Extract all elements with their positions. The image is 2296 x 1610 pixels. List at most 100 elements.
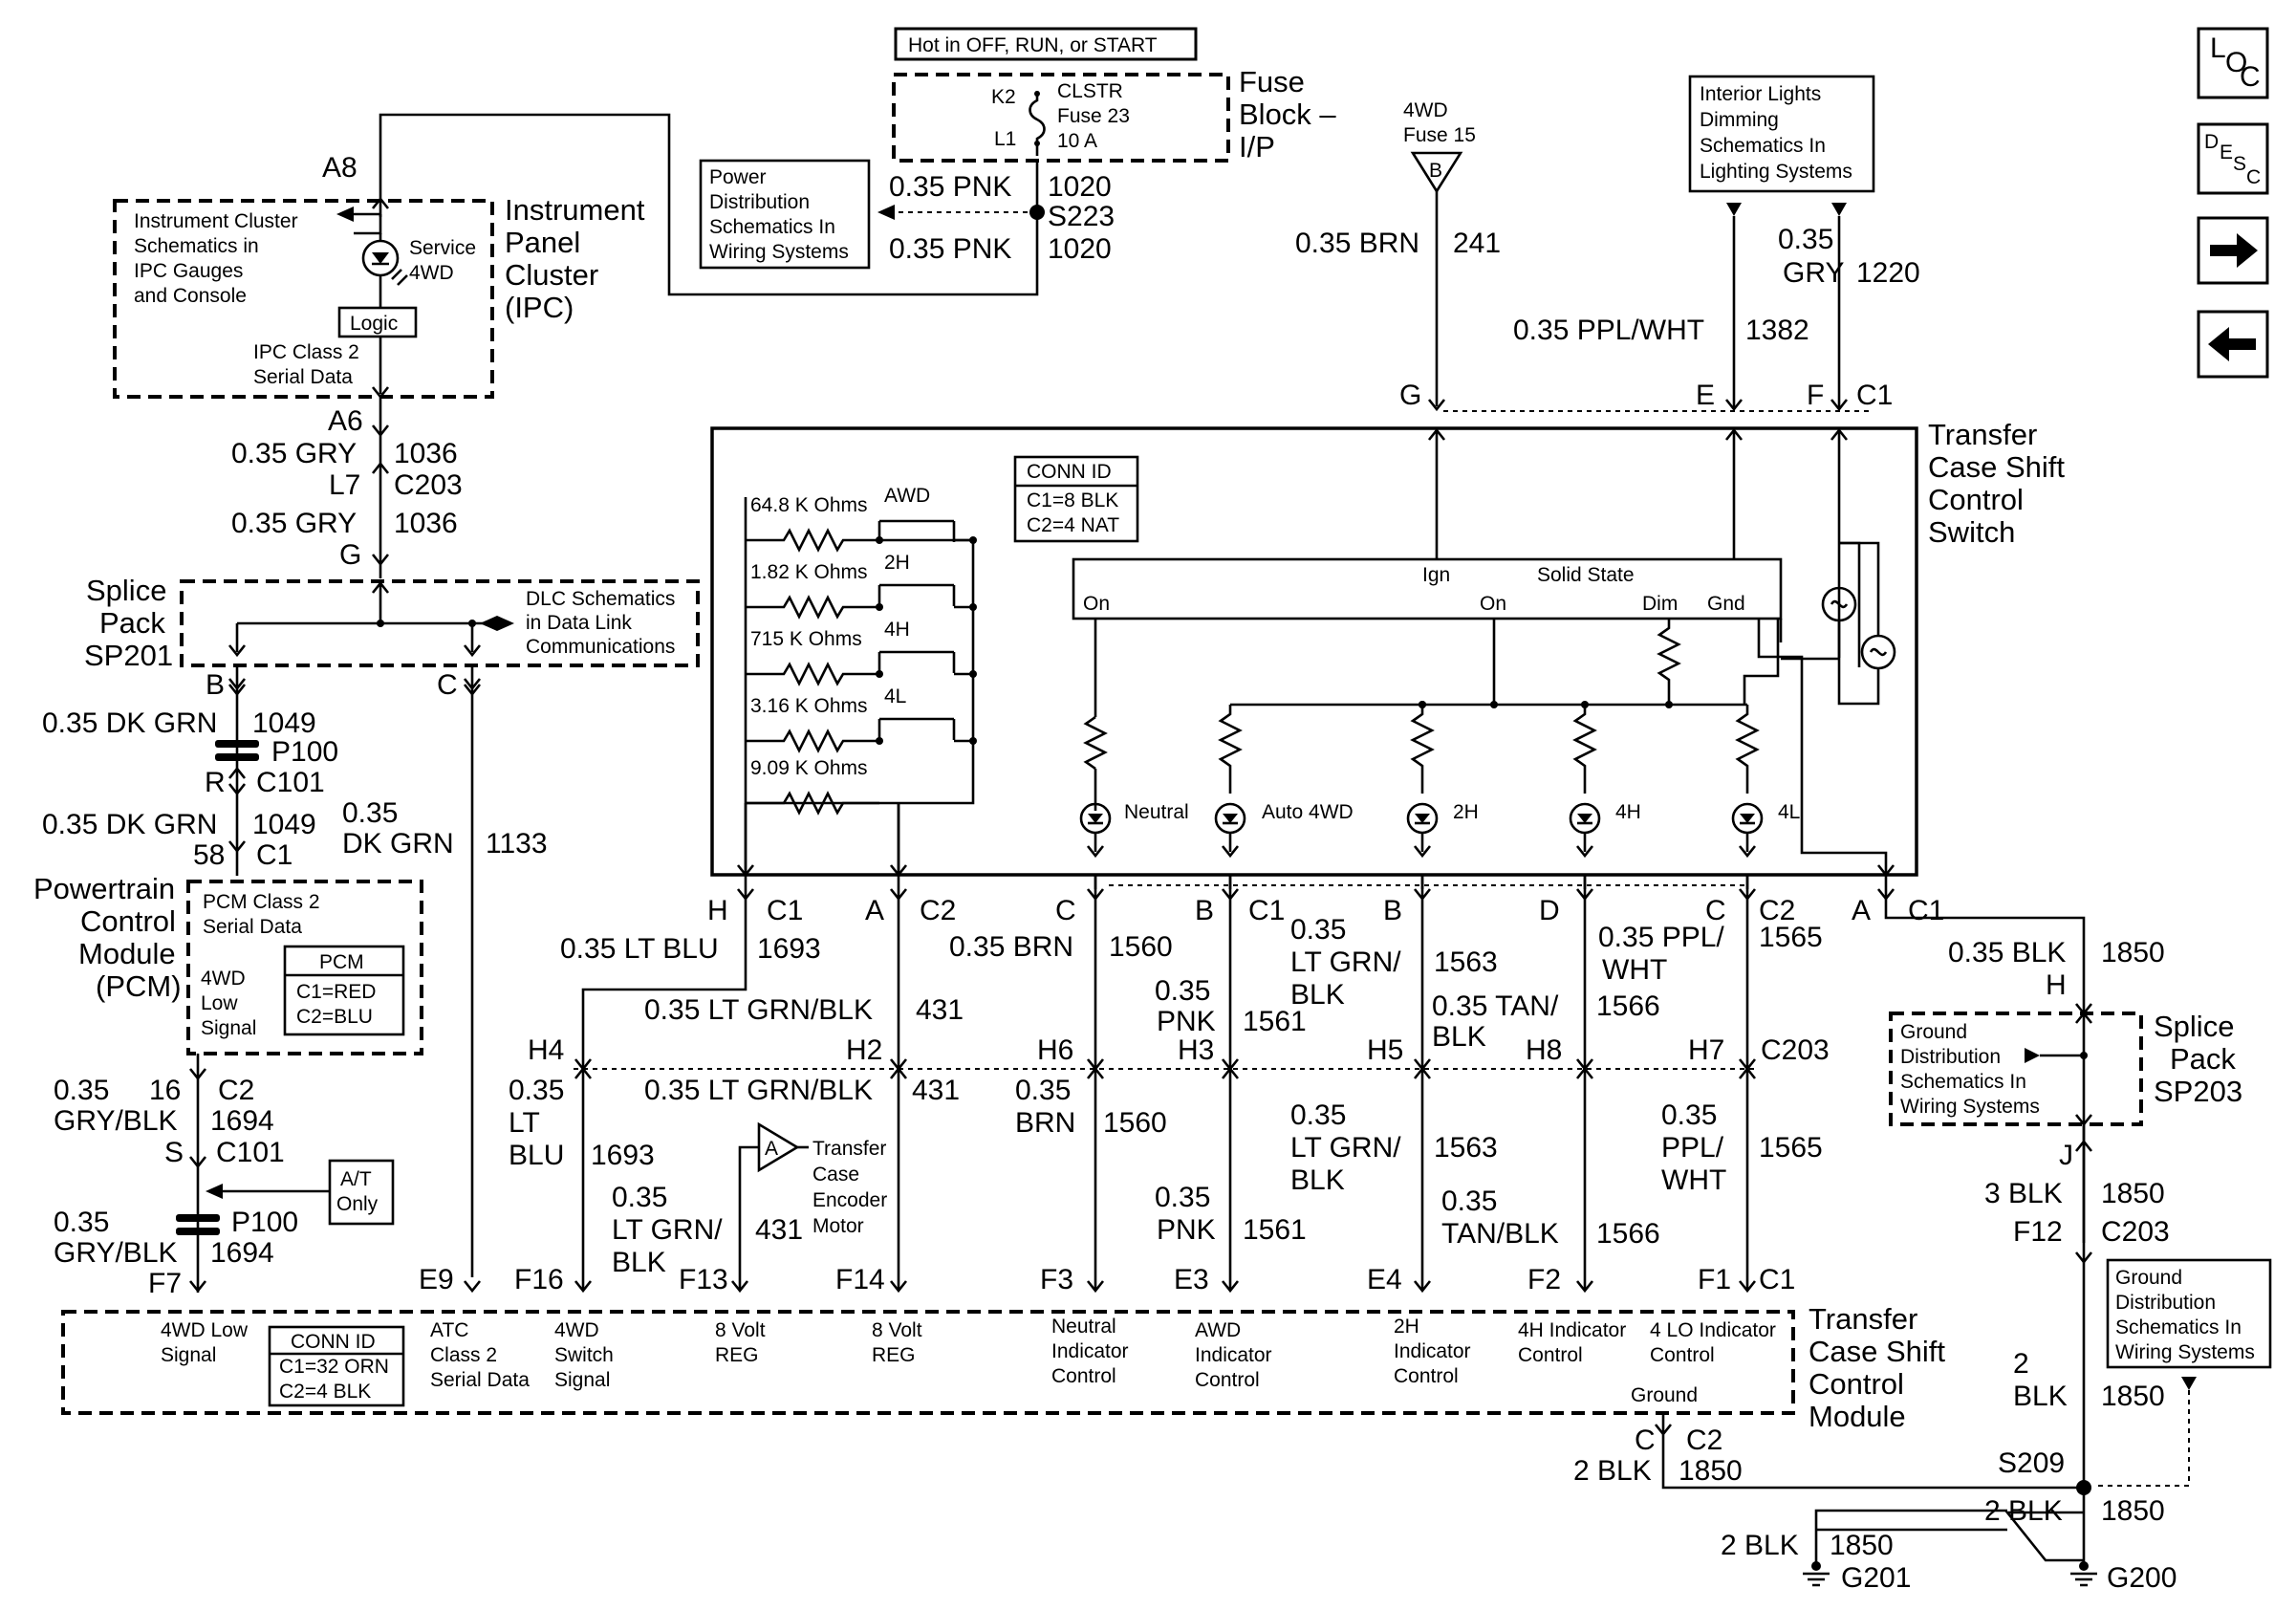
desc-button[interactable]: D E S C [2197,122,2269,195]
switch-pins-f-label: F [1807,380,1824,411]
indicator-auto-4wd: Auto 4WD [1214,705,1354,859]
low-wires-lgb2-label: LT GRN/ [612,1214,723,1246]
interior-l1-label: Interior Lights [1700,83,1821,105]
pcm-low1-label: 4WD [201,968,246,990]
tcs-switch-solid-label: Solid State [1537,564,1635,586]
tcs-switch-title-l1-label: Transfer [1928,418,2037,451]
ipc-title-l2-label: Panel [505,226,580,259]
low-wires-c1563-label: 1563 [1434,1132,1498,1164]
pcm-out-at2-label: Only [336,1193,379,1215]
sp203-j-label: J [2059,1140,2073,1171]
pcm-l3-label: Module [78,937,176,970]
tcs-switch-i2h-label: 2H [1453,801,1479,823]
tccm-awd2-label: Indicator [1195,1344,1272,1366]
tcs-switch-i4h-label: 4H [1615,801,1641,823]
tccm-atc3-label: Serial Data [430,1369,530,1391]
tccm-title-l4-label: Module [1809,1400,1906,1433]
power-dist-l3-label: Schematics In [709,216,835,238]
ipc-serial-wire: 0.35 GRY 1036 L7 C203 0.35 GRY 1036 G [231,397,463,578]
low-wires-c1561-label: 1561 [1243,1214,1307,1246]
low-wires-pw2-label: PPL/ [1661,1132,1724,1164]
tcs-switch-ign-label: Ign [1422,564,1450,586]
mid-wires-hh-label: H [2046,969,2067,1001]
indicator-neutral: Neutral [1079,790,1189,859]
pcm-out-w2-label: GRY/BLK [54,1105,178,1137]
tccm-pins-f16-label: F16 [514,1264,564,1295]
sp201-l2-label: Pack [99,606,165,640]
motor-a-label: A [765,1138,778,1160]
ground-gd1-label: Ground [2115,1267,2182,1289]
prev-arrow-button[interactable] [2197,310,2269,379]
low-wires-c431b-label: 431 [755,1214,803,1246]
pcm-out-at1-label: A/T [340,1168,372,1190]
top-wires-gry-c-label: 1220 [1856,257,1920,289]
top-wires-brn-c-label: 241 [1453,228,1501,259]
splice-pack-sp201: Splice Pack SP201 DLC Schematics in Data… [84,574,700,701]
ground-c-label: C [1635,1425,1656,1456]
pcm-out-w1-label: 0.35 [54,1075,109,1106]
c203-pins-h4-label: H4 [528,1034,564,1066]
pcm-4wd-low-wire: 0.35 GRY/BLK 16 C2 1694 S C101 A/T Only … [54,1054,395,1299]
ipc-title-l1-label: Instrument [505,193,645,227]
tccm-h42-label: Control [1518,1344,1583,1366]
c203-pins-h6-label: H6 [1037,1034,1073,1066]
low-wires-lgb3-label: BLK [612,1247,666,1278]
interior-l3-label: Schematics In [1700,135,1826,157]
tccm-h23-label: Control [1394,1365,1459,1387]
tccm-pins-e4-label: E4 [1367,1264,1402,1295]
fuse15-b-label: B [1429,160,1442,182]
nav-desc-3-label: C [2246,166,2261,188]
fuse-block-l1-label: L1 [994,128,1016,150]
sp203-f12-label: F12 [2013,1216,2063,1248]
tcs-switch-on1-label: On [1083,593,1110,615]
s223-splice-label: S223 [1048,201,1115,232]
ground-g201-label: G201 [1841,1562,1911,1594]
instrument-panel-cluster: A8 Instrument Cluster Schematics in IPC … [113,152,645,437]
powertrain-control-module: Powertrain Control Module (PCM) PCM Clas… [33,872,423,1055]
ipc-note-l4-label: and Console [134,285,247,307]
tccm-title-l2-label: Case Shift [1809,1335,1945,1368]
low-wires-lg3-label: BLK [1290,1164,1345,1196]
tcs-switch-on2-label: On [1480,593,1506,615]
mid-wires-pw2-label: WHT [1602,954,1667,986]
next-arrow-button[interactable] [2197,216,2269,285]
pcm-wires-c1133-label: 1133 [486,828,548,859]
mid-wires-pnk1-label: 0.35 [1155,975,1210,1007]
s223-w2-label: 0.35 PNK [889,233,1011,265]
top-wires-gry1-label: 0.35 [1778,224,1833,255]
tcs-switch-r1-label: 64.8 K Ohms [750,494,868,516]
tccm-n3-label: Control [1051,1365,1116,1387]
low-wires-brn1-label: 0.35 [1015,1075,1071,1106]
pcm-wires-c1-label: C1 [256,839,292,871]
tcs-switch-awd-label: AWD [884,485,930,507]
bottom-pins-bc1-label: C1 [1248,895,1285,926]
tcs-switch-h4-label: 4H [884,619,910,641]
top-wires-gry2-label: GRY [1783,257,1844,289]
loc-button[interactable]: L O C [2197,27,2269,99]
c203-pins-h3-label: H3 [1178,1034,1214,1066]
ipc-serial2-label: Serial Data [253,366,353,388]
tcs-switch-r4-label: 3.16 K Ohms [750,695,868,717]
mid-wires-pnk2-label: PNK [1157,1006,1216,1037]
ipc-note-l3-label: IPC Gauges [134,260,243,282]
low-wires-lg1-label: 0.35 [1290,1099,1346,1131]
nav-desc-0-label: D [2204,131,2219,153]
tcs-switch-r2-label: 1.82 K Ohms [750,561,868,583]
top-wires-ppl-c-label: 1382 [1745,315,1809,346]
mid-wires-pw1-label: 0.35 PPL/ [1598,922,1724,953]
ground-circuit: Ground Distribution Schematics In Wiring… [1573,1258,2272,1594]
pcm-wires-w1133a-label: 0.35 [342,797,398,829]
c203-pins-h7-label: H7 [1688,1034,1724,1066]
tcs-switch-title-l4-label: Switch [1928,515,2015,549]
ipc-service2-label: 4WD [409,262,454,284]
tccm-pins-f13-label: F13 [679,1264,728,1295]
top-wires-brn-label: 0.35 BRN [1295,228,1419,259]
mid-wires-c1560-label: 1560 [1109,931,1173,963]
ipc-wires-c1-label: 1036 [394,438,458,469]
pcm-wires: 0.35 DK GRN 1049 P100 R C101 0.35 DK GRN… [42,665,548,1277]
power-dist-l4-label: Wiring Systems [709,241,849,263]
c203-pins-h2-label: H2 [846,1034,882,1066]
tcs-switch-neutral-label: Neutral [1124,801,1189,823]
nav-desc-2-label: S [2233,153,2246,175]
sp201-b-label: B [206,669,225,701]
